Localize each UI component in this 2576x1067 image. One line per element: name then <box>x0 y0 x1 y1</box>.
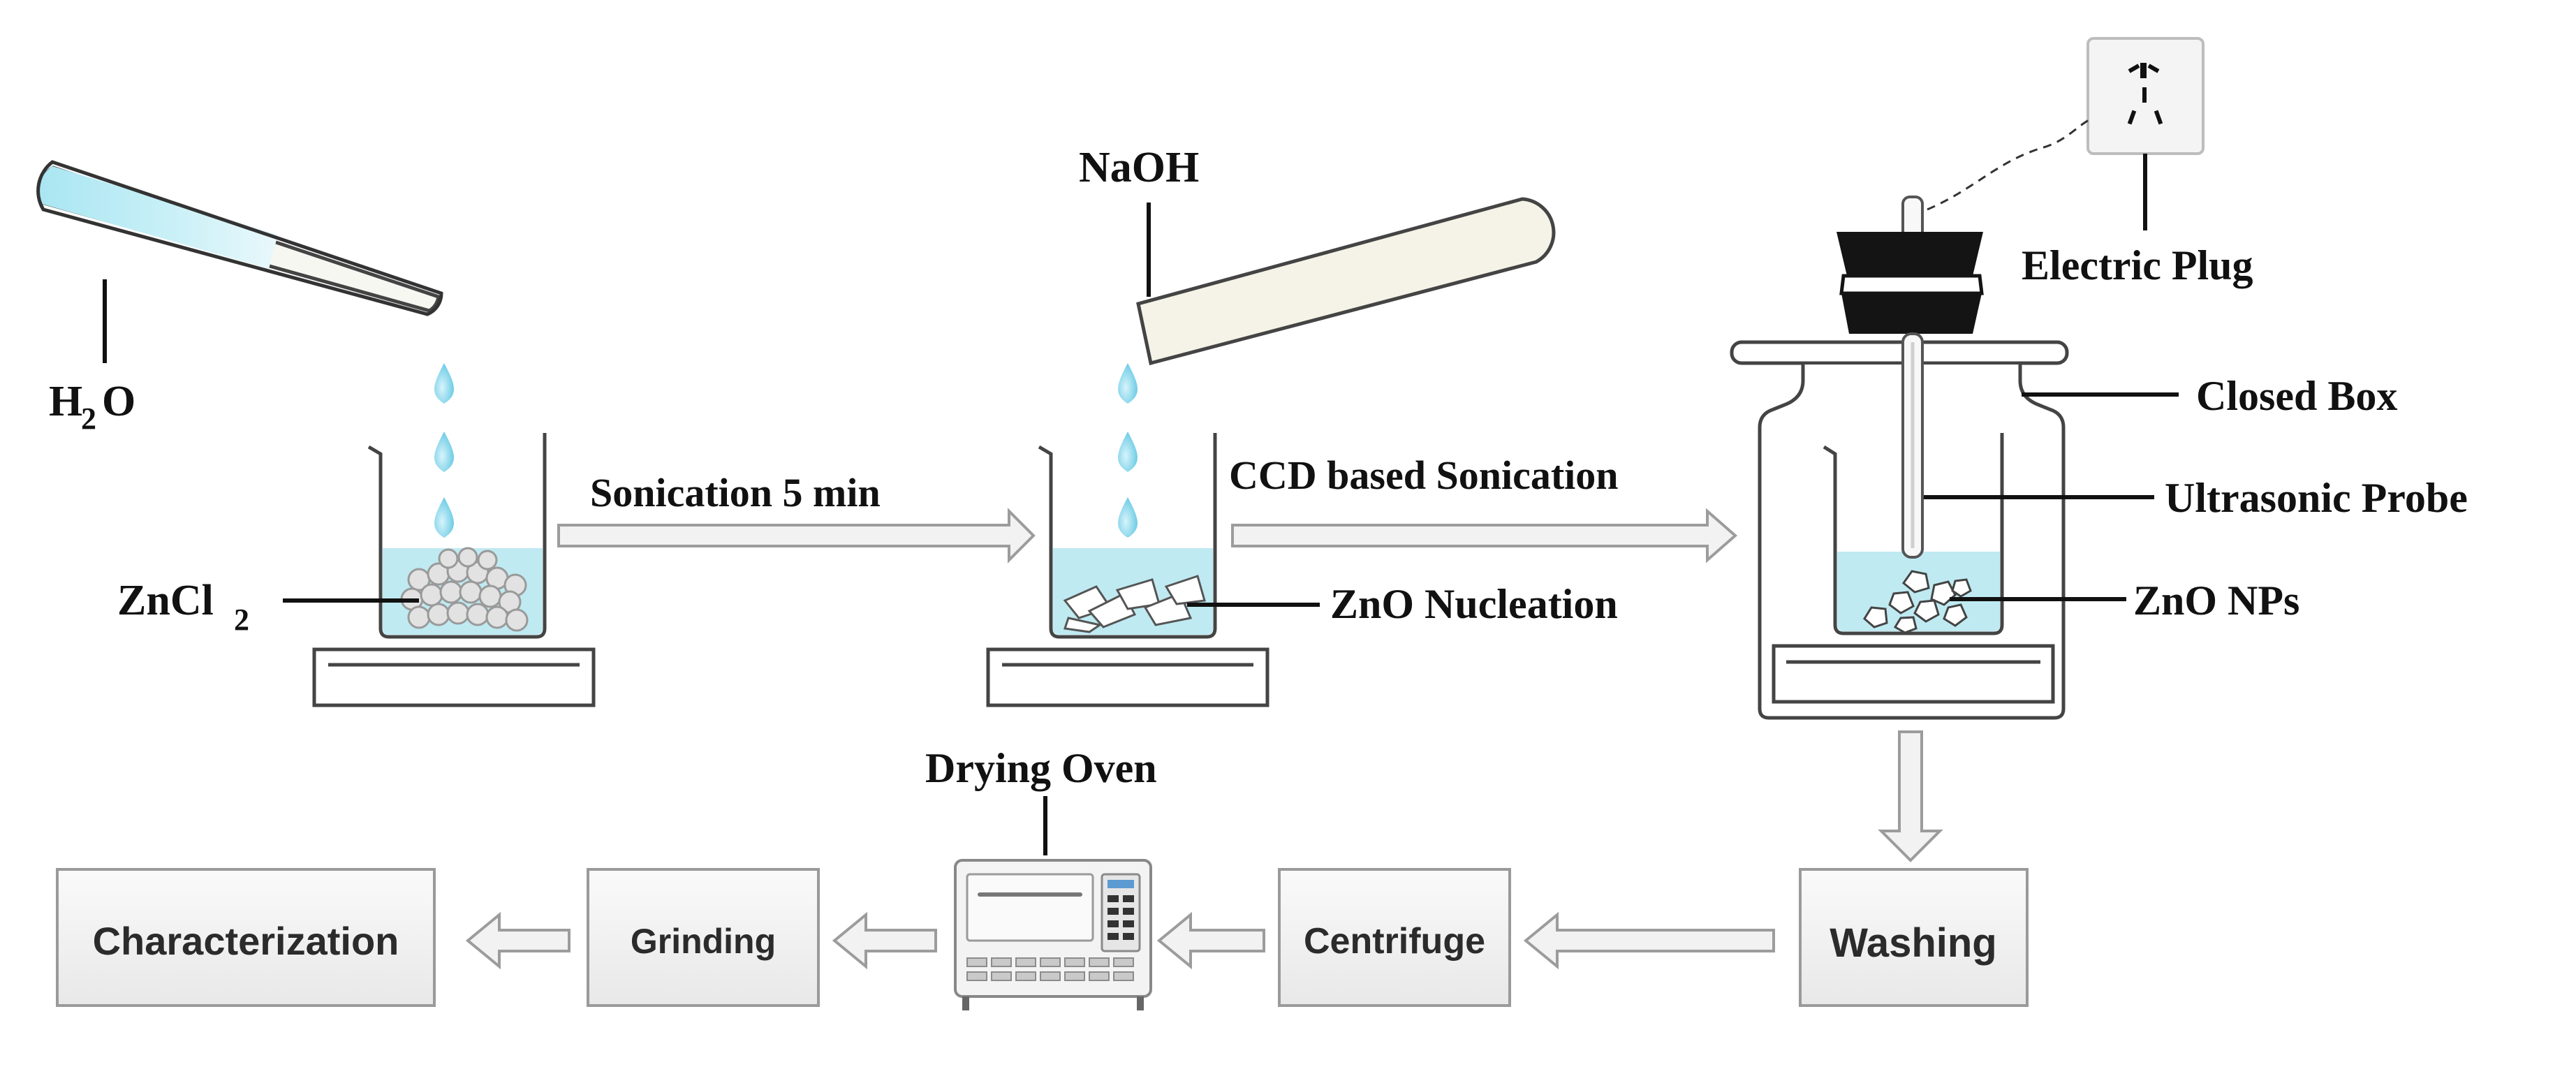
arrow-sonication-5min <box>557 508 1036 564</box>
washing-label: Washing <box>1830 920 1997 966</box>
arrow-grinding-to-characterization <box>465 911 571 970</box>
grinding-box: Grinding <box>587 868 820 1007</box>
arrow-ccd-sonication <box>1231 508 1738 564</box>
h2o-test-tube <box>36 160 443 316</box>
characterization-label: Characterization <box>93 919 399 963</box>
naoh-test-tube <box>1136 197 1556 366</box>
grinding-label: Grinding <box>631 922 776 961</box>
zno-nanoparticles <box>1863 570 1972 634</box>
closed-box-label: Closed Box <box>2196 373 2397 419</box>
naoh-droplets <box>1118 363 1138 538</box>
zno-nuclei-flakes <box>1063 575 1206 633</box>
water-droplets-1 <box>434 363 454 538</box>
zno-nps-label: ZnO NPs <box>2133 577 2299 624</box>
electric-plug-label: Electric Plug <box>2022 242 2253 288</box>
arrow-washing-to-centrifuge <box>1523 911 1775 970</box>
characterization-box: Characterization <box>56 868 436 1007</box>
drying-oven-label: Drying Oven <box>925 745 1157 791</box>
naoh-label: NaOH <box>1079 144 1199 191</box>
electric-socket <box>2086 37 2205 155</box>
ccd-sonication-label: CCD based Sonication <box>1229 452 1619 498</box>
zncl2-label-main: ZnCl <box>117 577 214 624</box>
h2o-label: H 2 O <box>49 378 135 436</box>
beaker-1 <box>367 433 547 639</box>
ultrasonic-probe-label: Ultrasonic Probe <box>2165 475 2468 521</box>
zncl2-particles <box>400 547 529 632</box>
arrow-centrifuge-to-oven <box>1156 911 1265 970</box>
beaker-2 <box>1038 433 1217 639</box>
hot-plate-1 <box>312 647 596 707</box>
h2o-label-tail: O <box>102 378 135 425</box>
zno-nucleation-label: ZnO Nucleation <box>1330 581 1618 627</box>
h2o-label-main: H <box>49 378 82 425</box>
power-cable <box>1927 117 2092 211</box>
hot-plate-2 <box>986 647 1269 707</box>
ultrasonic-probe <box>1837 196 1984 559</box>
sonication-5min-label: Sonication 5 min <box>590 470 881 515</box>
centrifuge-box: Centrifuge <box>1278 868 1511 1007</box>
arrow-oven-to-grinding <box>832 911 937 970</box>
drying-oven-icon <box>954 859 1152 1010</box>
h2o-label-sub: 2 <box>81 402 96 436</box>
hot-plate-3 <box>1772 644 2055 704</box>
zncl2-label-sub: 2 <box>234 603 249 637</box>
arrow-down-to-washing <box>1878 730 1943 862</box>
washing-box: Washing <box>1799 868 2029 1007</box>
centrifuge-label: Centrifuge <box>1304 921 1485 962</box>
zncl2-label: ZnCl 2 <box>117 577 249 637</box>
